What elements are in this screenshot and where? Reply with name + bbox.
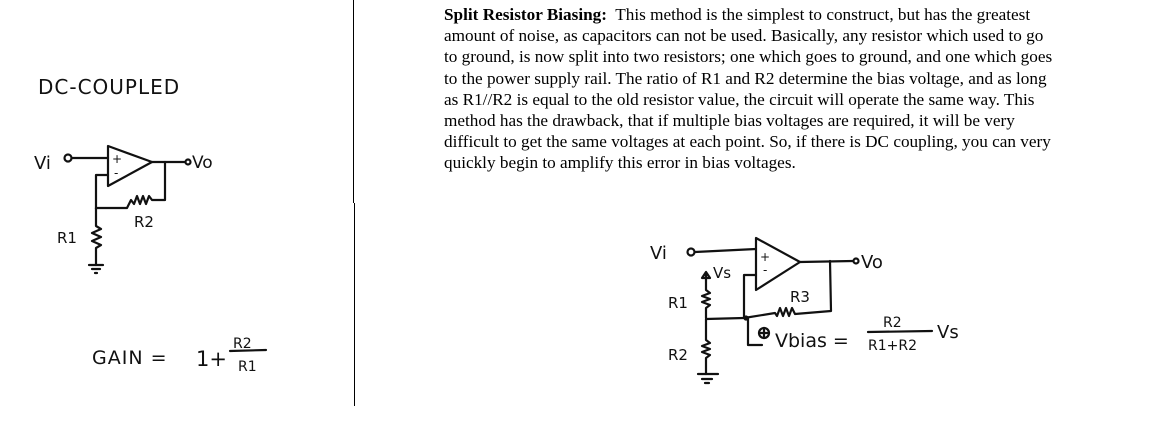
right-output-wire [798, 259, 855, 264]
op-amp-minus: - [114, 166, 118, 180]
ground-icon [87, 263, 105, 275]
inverting-input-wire [94, 173, 110, 211]
input-label-vi: Vi [34, 153, 51, 174]
formula-denominator: R1+R2 [868, 338, 917, 354]
resistor-r1-icon [90, 206, 103, 267]
resistor-r3-icon [742, 259, 833, 320]
right-input-terminal-icon [686, 247, 696, 257]
paragraph-text: This method is the simplest to construct… [615, 5, 1031, 24]
output-label-vo: Vo [192, 153, 213, 173]
supply-label-vs: Vs [713, 264, 731, 282]
dc-coupled-title: DC-COUPLED [38, 75, 180, 99]
paragraph-line-2: amount of noise, as capacitors can not b… [444, 26, 1044, 46]
paragraph-heading: Split Resistor Biasing: [444, 5, 607, 24]
dc-coupled-circuit-diagram: DC-COUPLED Vi + - Vo R2 R1 GAIN = 1+ R2 … [34, 75, 268, 375]
column-divider-upper [353, 0, 354, 203]
paragraph-line-6: method has the drawback, that if multipl… [444, 111, 1015, 131]
right-output-label-vo: Vo [861, 252, 883, 273]
right-op-amp-minus: - [763, 263, 767, 277]
right-output-terminal-icon [852, 257, 860, 265]
vbias-label: Vbias = [775, 330, 849, 352]
paragraph-line-5: as R1//R2 is equal to the old resistor v… [444, 89, 1035, 109]
formula-numerator: R2 [883, 315, 902, 331]
right-input-label-vi: Vi [650, 243, 667, 264]
gain-label: GAIN = [92, 347, 168, 369]
paragraph-line-4: to the power supply rail. The ratio of R… [444, 68, 1047, 88]
supply-arrow-icon [700, 270, 712, 282]
bias-node-wire [704, 316, 746, 321]
right-resistor-r1-icon [700, 278, 712, 320]
r3-label: R3 [790, 288, 810, 306]
formula-vs: Vs [937, 322, 959, 343]
gain-one-plus: 1+ [196, 347, 227, 371]
gain-denominator: R1 [238, 359, 257, 375]
paragraph-line-3: to ground, is now split into two resisto… [444, 47, 1053, 67]
paragraph-line-7: difficult to get the same voltages at ea… [444, 132, 1051, 152]
right-op-amp-icon [754, 236, 802, 292]
right-op-amp-plus: + [760, 250, 770, 264]
paragraph-line-1: Split Resistor Biasing: This method is t… [444, 4, 1164, 25]
r2-label: R2 [134, 213, 154, 231]
bias-probe-wire [746, 316, 764, 347]
right-ground-icon [696, 372, 720, 385]
op-amp-plus: + [112, 152, 122, 166]
right-inverting-input-wire [742, 273, 758, 320]
bias-probe-plus-icon [757, 326, 771, 340]
right-input-wire [693, 247, 758, 254]
column-divider-lower [354, 203, 355, 406]
split-resistor-biasing-paragraph: Split Resistor Biasing: This method is t… [444, 4, 1164, 174]
gain-fraction-bar [228, 348, 268, 353]
op-amp-icon [106, 144, 154, 188]
right-r1-label: R1 [668, 294, 688, 312]
right-r2-label: R2 [668, 346, 688, 364]
right-resistor-r2-icon [700, 317, 712, 376]
paragraph-line-8: quickly begin to amplify this error in b… [444, 153, 796, 173]
output-terminal-icon [184, 158, 192, 166]
r1-label: R1 [57, 229, 77, 247]
gain-numerator: R2 [233, 336, 252, 352]
resistor-r2-icon [94, 160, 167, 210]
formula-fraction-bar [866, 329, 934, 334]
